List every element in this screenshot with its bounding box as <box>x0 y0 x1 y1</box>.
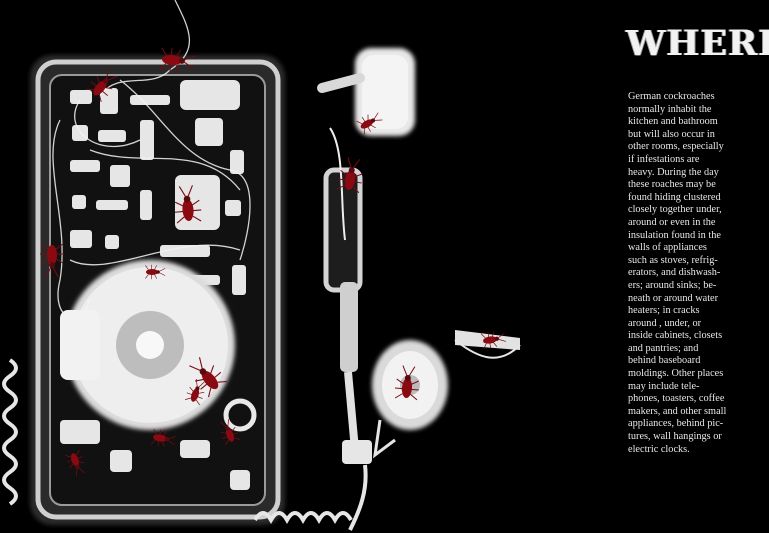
coiled-cord-bottom <box>253 464 368 531</box>
coiled-cord-left <box>2 358 18 506</box>
handset <box>317 48 521 464</box>
page-heading: WHERE <box>626 23 769 64</box>
article-body: German cockroaches normally inhabit the … <box>628 91 727 455</box>
xray-telephone-illustration <box>2 0 521 531</box>
phone-base <box>30 0 285 525</box>
